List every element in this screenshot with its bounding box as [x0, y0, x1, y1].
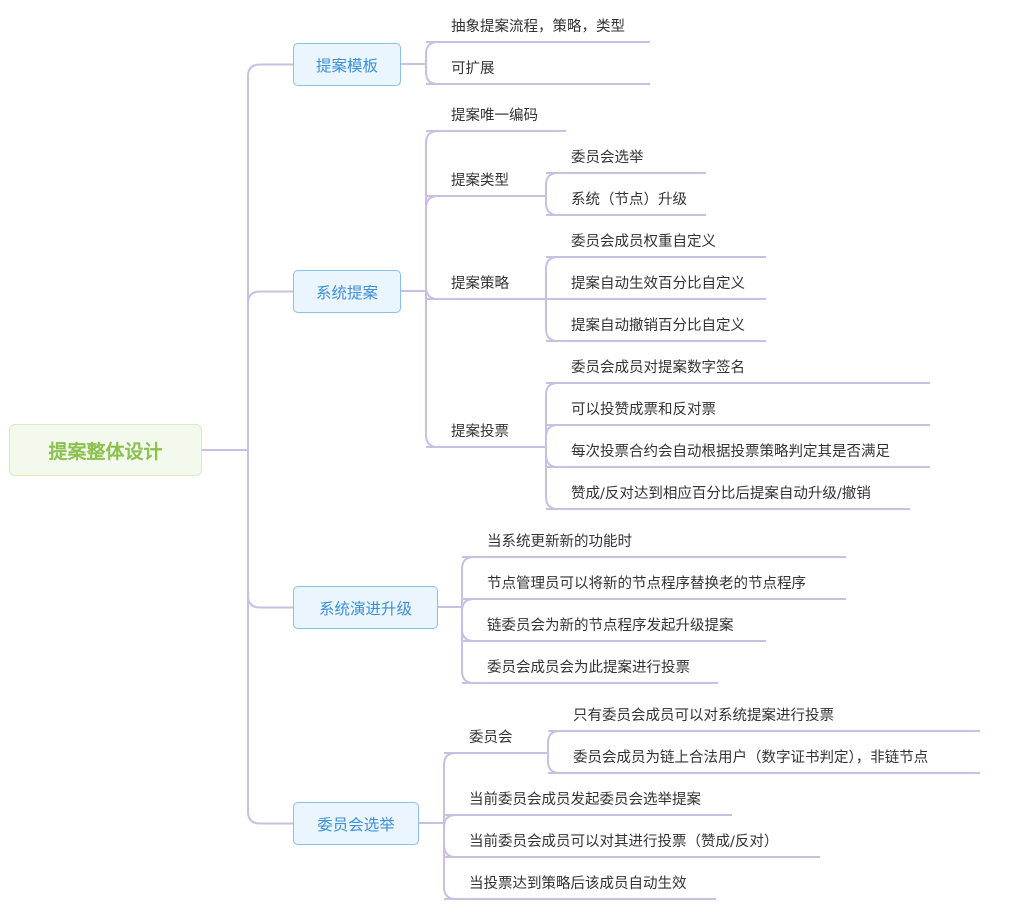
b0-connector-edge-0	[425, 41, 446, 64]
l1_3-connector-edge-1	[545, 424, 566, 447]
leaf-members-vote-on-election[interactable]: 当前委员会成员可以对其进行投票（赞成/反对）	[469, 834, 779, 850]
root-connector-edge-3	[247, 450, 268, 825]
b3-connector-edge-1	[443, 814, 464, 828]
l1_3-connector-edge-3	[545, 447, 566, 510]
leaf-contract-auto-judge[interactable]: 每次投票合约会自动根据投票策略判定其是否满足	[571, 444, 890, 460]
b1-connector-edge-1	[425, 195, 446, 291]
root-connector-edge-1	[247, 290, 268, 450]
leaf-admin-replace-node-program[interactable]: 节点管理员可以将新的节点程序替换老的节点程序	[487, 576, 806, 592]
leaf-member-auto-effective[interactable]: 当投票达到策略后该成员自动生效	[469, 876, 687, 892]
leaf-member-digital-signature[interactable]: 委员会成员对提案数字签名	[571, 360, 745, 376]
l3_0-connector-edge-0	[547, 730, 568, 753]
leaf-vote-for-or-against[interactable]: 可以投赞成票和反对票	[571, 402, 716, 418]
l1_2-connector-edge-2	[545, 299, 566, 342]
leaf-system-node-upgrade[interactable]: 系统（节点）升级	[571, 192, 687, 208]
subtopic-proposal-vote[interactable]: 提案投票	[451, 424, 509, 440]
leaf-members-initiate-election[interactable]: 当前委员会成员发起委员会选举提案	[469, 792, 701, 808]
b3-connector-edge-3	[443, 823, 464, 900]
leaf-only-members-vote[interactable]: 只有委员会成员可以对系统提案进行投票	[573, 708, 834, 724]
root-connector-edge-2	[247, 450, 268, 609]
branch-proposal-template[interactable]: 提案模板	[293, 43, 401, 86]
b1-connector-edge-3	[425, 291, 446, 448]
leaf-proposal-unique-id[interactable]: 提案唯一编码	[451, 108, 538, 124]
leaf-extensible[interactable]: 可扩展	[451, 61, 495, 77]
b2-connector-edge-3	[461, 607, 482, 684]
l1_2-connector-edge-0	[545, 256, 566, 299]
root-node-proposal-design[interactable]: 提案整体设计	[9, 424, 202, 476]
leaf-new-feature-update[interactable]: 当系统更新新的功能时	[487, 534, 632, 550]
subtopic-proposal-type[interactable]: 提案类型	[451, 173, 509, 189]
leaf-committee-initiates-upgrade[interactable]: 链委员会为新的节点程序发起升级提案	[487, 618, 734, 634]
b2-connector-edge-2	[461, 607, 482, 642]
leaf-abstract-flow-strategy-type[interactable]: 抽象提案流程，策略，类型	[451, 19, 625, 35]
b0-connector-edge-1	[425, 64, 446, 85]
leaf-auto-revoke-percent-custom[interactable]: 提案自动撤销百分比自定义	[571, 318, 745, 334]
leaf-auto-effect-percent-custom[interactable]: 提案自动生效百分比自定义	[571, 276, 745, 292]
l3_0-connector-edge-1	[547, 753, 568, 774]
l1_1-connector-edge-1	[545, 196, 566, 216]
branch-system-proposal[interactable]: 系统提案	[293, 270, 401, 313]
branch-committee-election[interactable]: 委员会选举	[293, 802, 419, 845]
leaf-members-vote-on-proposal[interactable]: 委员会成员会为此提案进行投票	[487, 660, 690, 676]
l1_3-connector-edge-0	[545, 382, 566, 447]
b1-connector-edge-2	[425, 286, 446, 300]
leaf-member-weight-custom[interactable]: 委员会成员权重自定义	[571, 234, 716, 250]
leaf-auto-upgrade-or-revoke[interactable]: 赞成/反对达到相应百分比后提案自动升级/撤销	[571, 486, 871, 502]
leaf-members-are-chain-users[interactable]: 委员会成员为链上合法用户（数字证书判定），非链节点	[573, 750, 929, 766]
b2-connector-edge-0	[461, 556, 482, 607]
leaf-committee-election[interactable]: 委员会选举	[571, 150, 644, 166]
l1_1-connector-edge-0	[545, 172, 566, 196]
l1_3-connector-edge-2	[545, 447, 566, 468]
subtopic-proposal-strategy[interactable]: 提案策略	[451, 276, 509, 292]
subtopic-committee[interactable]: 委员会	[469, 730, 513, 746]
branch-system-evolution-upgrade[interactable]: 系统演进升级	[293, 586, 438, 629]
b1-connector-edge-0	[425, 130, 446, 291]
root-connector-edge-0	[247, 63, 268, 450]
b2-connector-edge-1	[461, 598, 482, 612]
b3-connector-edge-2	[443, 823, 464, 858]
b3-connector-edge-0	[443, 752, 464, 823]
